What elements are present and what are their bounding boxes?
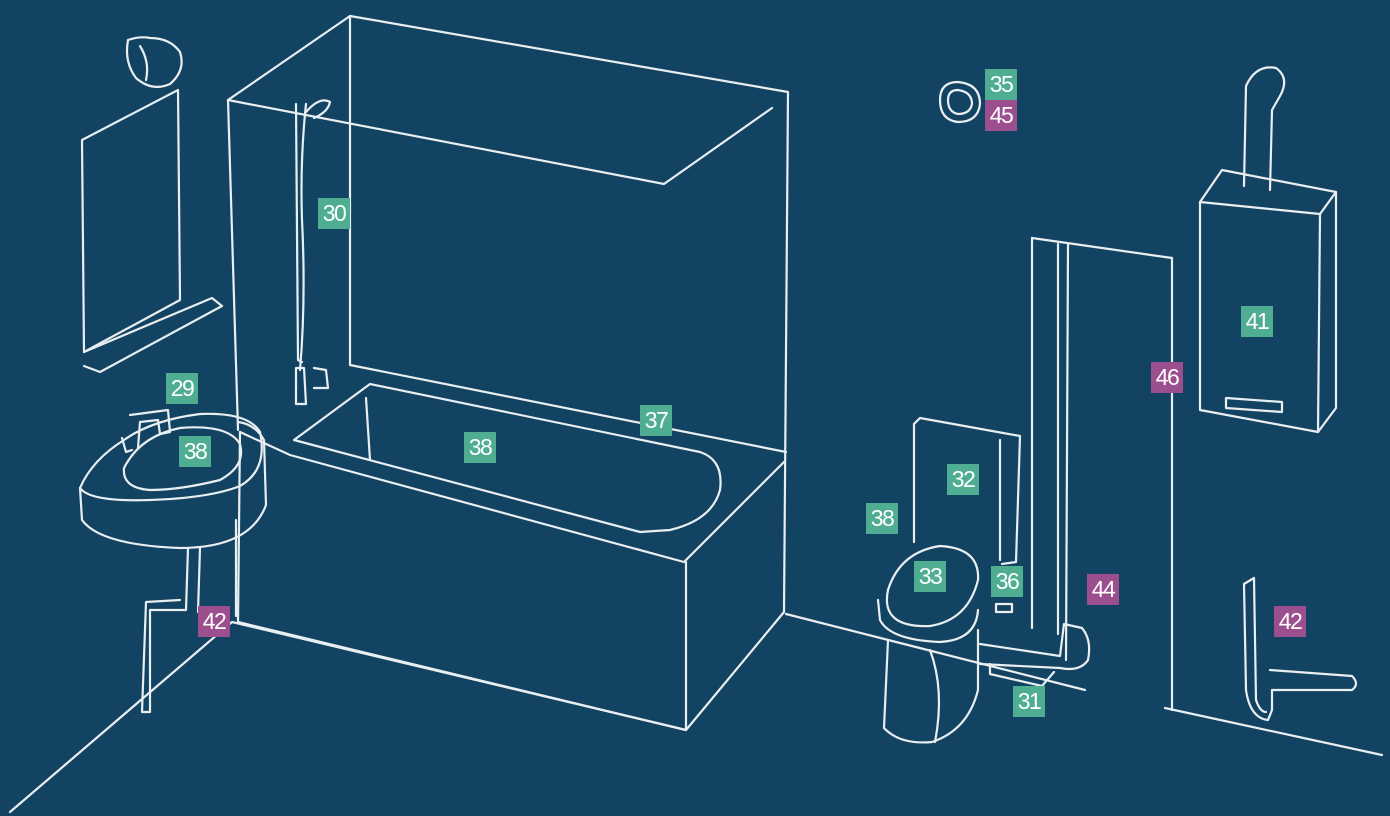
sink-basin-label: 38 bbox=[179, 436, 211, 467]
room-edges bbox=[10, 258, 1382, 812]
toilet-side-label: 38 bbox=[866, 503, 898, 534]
mirror bbox=[82, 90, 222, 372]
riser-pipe-label: 44 bbox=[1087, 574, 1119, 605]
bathtub-rim-label: 37 bbox=[640, 405, 672, 436]
ceiling-vent-label-35: 35 bbox=[985, 69, 1017, 100]
sink-drain-label: 42 bbox=[198, 606, 230, 637]
wall-lamp bbox=[127, 37, 182, 87]
wall-drain-label: 42 bbox=[1274, 606, 1306, 637]
toilet-tank-label: 32 bbox=[947, 464, 979, 495]
bathtub-basin-label: 38 bbox=[464, 432, 496, 463]
wall-drain-pipe bbox=[1244, 578, 1356, 720]
toilet-bowl-label: 33 bbox=[914, 561, 946, 592]
shower-head-label: 30 bbox=[318, 198, 350, 229]
water-heater-label: 41 bbox=[1241, 306, 1273, 337]
sink-faucet-label: 29 bbox=[166, 373, 198, 404]
ceiling-vent-label-45: 45 bbox=[985, 100, 1017, 131]
ceiling-vent bbox=[940, 82, 980, 122]
water-heater bbox=[1200, 67, 1336, 432]
toilet-valve-label: 36 bbox=[991, 566, 1023, 597]
wall-corner-label: 46 bbox=[1151, 362, 1183, 393]
toilet-pipe-label: 31 bbox=[1013, 686, 1045, 717]
shower bbox=[296, 100, 330, 404]
